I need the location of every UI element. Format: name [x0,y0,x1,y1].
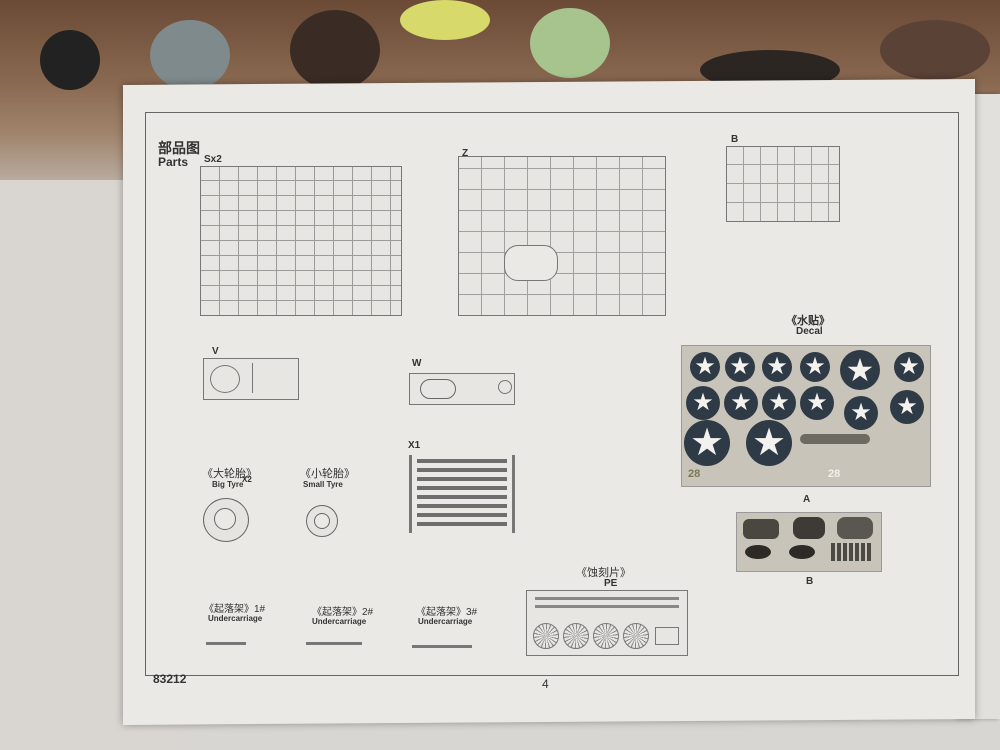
sprue-v-label: V [212,346,219,357]
small-markings-decal [831,543,873,561]
rack-bar [417,477,507,481]
decal-code-1: 28 [688,468,701,480]
paint-stain [150,20,230,90]
decal-stripe [800,434,870,444]
star-insignia-icon: ★ [684,420,730,466]
undercarriage-3-cn: 《起落架》3# [416,607,478,618]
sprue-v-runner [252,363,253,393]
photo-etch-fret [526,590,688,656]
star-insignia-icon: ★ [725,352,755,382]
big-tyre-cn: 《大轮胎》 [202,468,257,480]
pe-wheel-disc [623,623,649,649]
rack-bar [417,495,507,499]
star-insignia-icon: ★ [800,386,834,420]
sprue-w [409,373,515,405]
star-insignia-icon: ★ [840,350,880,390]
pe-wheel-disc [533,623,559,649]
sprue-x [409,455,515,533]
nose-art-decal [793,517,825,539]
rack-bar [417,513,507,517]
decal-sheet-b [736,512,882,572]
decal-sheet-a-label: A [803,494,811,505]
page-frame [145,112,959,676]
undercarriage-1-en: Undercarriage [208,614,263,623]
sprue-s-label: Sx2 [204,154,222,165]
sprue-z [458,156,666,316]
star-insignia-icon: ★ [690,352,720,382]
pe-strip [535,597,679,600]
rack-side-left [409,455,412,533]
sprue-z-label: Z [462,148,469,159]
big-tyre-en: Big Tyre [212,480,244,489]
star-insignia-icon: ★ [686,386,720,420]
sprue-v [203,358,299,400]
pe-title-cn: 《蚀刻片》 [576,567,631,579]
decal-title-cn: 《水贴》 [786,315,830,327]
undercarriage-1-strut [206,642,246,645]
rack-bar [417,468,507,472]
small-tyre-en: Small Tyre [303,480,343,489]
rack-bar [417,459,507,463]
big-tyre [203,498,249,542]
paint-stain [530,8,610,78]
paint-stain [880,20,990,80]
undercarriage-1-cn: 《起落架》1# [204,604,266,615]
sprue-w-round-part [498,380,512,394]
undercarriage-2-strut [306,642,362,645]
star-insignia-icon: ★ [894,352,924,382]
small-tyre-hub [314,513,330,529]
decal-sheet-a: ★ ★ ★ ★ ★ ★ ★ ★ ★ ★ ★ ★ ★ ★ 28 28 [681,345,931,487]
product-code: 83212 [153,672,187,686]
nose-art-decal [837,517,873,539]
star-insignia-icon: ★ [724,386,758,420]
star-insignia-icon: ★ [800,352,830,382]
big-tyre-qty: X2 [242,475,252,484]
eagle-emblem-decal [789,545,815,559]
paint-stain [40,30,100,90]
parts-title-cn: 部品图 [158,140,200,156]
sprue-b [726,146,840,222]
star-insignia-icon: ★ [762,386,796,420]
undercarriage-2-cn: 《起落架》2# [312,607,374,618]
star-insignia-icon: ★ [844,396,878,430]
pe-title-en: PE [604,578,618,589]
star-insignia-icon: ★ [890,390,924,424]
sprue-w-label: W [412,358,422,369]
rack-bar [417,486,507,490]
parts-title-en: Parts [158,155,189,169]
sprue-w-canopy [420,379,456,399]
rack-bar [417,522,507,526]
big-tyre-hub [214,508,236,530]
decal-title-en: Decal [796,326,823,337]
page-number: 4 [542,677,549,691]
sprue-v-round-part [210,365,240,393]
pe-wheel-disc [593,623,619,649]
rack-side-right [512,455,515,533]
pe-strip [535,605,679,608]
sprue-b-label: B [731,134,739,145]
undercarriage-2-en: Undercarriage [312,617,367,626]
pe-wheel-disc [563,623,589,649]
sprue-x-label: X1 [408,440,421,451]
eagle-emblem-decal [745,545,771,559]
paint-stain [290,10,380,90]
decal-sheet-b-label: B [806,576,814,587]
decal-code-2: 28 [828,468,841,480]
rack-bar [417,504,507,508]
nose-art-decal [743,519,779,539]
star-insignia-icon: ★ [746,420,792,466]
small-tyre [306,505,338,537]
small-tyre-cn: 《小轮胎》 [300,468,355,480]
paint-stain [400,0,490,40]
pe-small-part [655,627,679,645]
canopy-part [504,245,558,281]
undercarriage-3-en: Undercarriage [418,617,473,626]
undercarriage-3-strut [412,645,472,648]
sprue-s [200,166,402,316]
star-insignia-icon: ★ [762,352,792,382]
